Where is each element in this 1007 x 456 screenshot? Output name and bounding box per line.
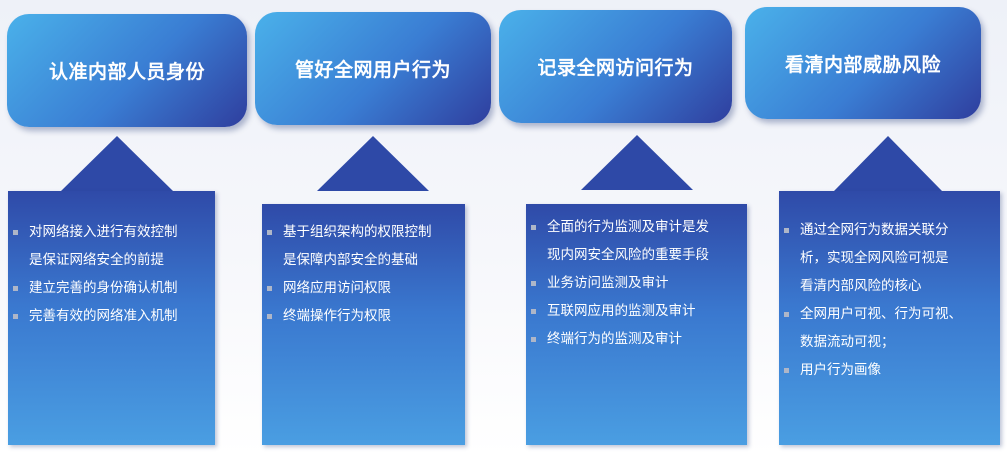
item-line: 析，实现全网风险可视是 [800,250,949,266]
list-item: 互联网应用的监测及审计 [526,297,747,325]
list-item: 网络应用访问权限 [262,274,465,302]
item-line: 是保障内部安全的基础 [283,252,418,268]
bullet-icon [267,314,272,319]
list-item: 全面的行为监测及审计是发 [526,213,747,241]
item-line: 终端行为的监测及审计 [547,331,682,347]
item-line: 基于组织架构的权限控制 [283,224,432,240]
item-line: 通过全网行为数据关联分 [800,222,949,238]
header-access-title: 记录全网访问行为 [537,57,694,79]
list-item: 用户行为画像 [779,356,1000,384]
item-line: 现内网安全风险的重要手段 [547,247,709,263]
header-behavior: 管好全网用户行为 [255,12,491,125]
item-line: 数据流动可视； [800,334,895,350]
item-line: 互联网应用的监测及审计 [547,303,696,319]
list-item: 对网络接入进行有效控制 [8,218,215,246]
panel-behavior: 基于组织架构的权限控制 是保障内部安全的基础 网络应用访问权限 终端操作行为权限 [262,204,465,445]
list-item: 业务访问监测及审计 [526,269,747,297]
item-line: 看清内部风险的核心 [800,278,922,294]
list-item-continuation: 是保障内部安全的基础 [262,246,465,274]
bullet-icon [531,337,536,342]
item-line: 完善有效的网络准入机制 [29,308,178,324]
list-item: 完善有效的网络准入机制 [8,302,215,330]
bullet-icon [13,314,18,319]
bullet-icon [531,281,536,286]
list-item-continuation: 数据流动可视； [779,328,1000,356]
bullet-icon [531,225,536,230]
bullet-icon [267,230,272,235]
bullet-icon [267,286,272,291]
bullet-icon [784,312,789,317]
list-identity: 对网络接入进行有效控制 是保证网络安全的前提 建立完善的身份确认机制 完善有效的… [8,218,215,330]
item-line: 用户行为画像 [800,362,881,378]
list-item: 全网用户可视、行为可视、 [779,300,1000,328]
panel-identity: 对网络接入进行有效控制 是保证网络安全的前提 建立完善的身份确认机制 完善有效的… [8,191,215,445]
list-item: 终端操作行为权限 [262,302,465,330]
item-line: 全网用户可视、行为可视、 [800,306,962,322]
bullet-icon [13,286,18,291]
item-line: 业务访问监测及审计 [547,275,669,291]
list-item: 建立完善的身份确认机制 [8,274,215,302]
header-access: 记录全网访问行为 [499,10,732,123]
bullet-icon [13,230,18,235]
item-line: 建立完善的身份确认机制 [29,280,178,296]
item-line: 对网络接入进行有效控制 [29,224,178,240]
item-line: 网络应用访问权限 [283,280,391,296]
list-item-continuation: 析，实现全网风险可视是 [779,244,1000,272]
header-identity-title: 认准内部人员身份 [48,61,205,83]
list-item-continuation: 是保证网络安全的前提 [8,246,215,274]
panel-risk: 通过全网行为数据关联分 析，实现全网风险可视是 看清内部风险的核心 全网用户可视… [779,191,1000,445]
item-line: 全面的行为监测及审计是发 [547,219,709,235]
list-access: 全面的行为监测及审计是发 现内网安全风险的重要手段 业务访问监测及审计 互联网应… [526,213,747,353]
header-risk-title: 看清内部威胁风险 [784,53,941,76]
header-identity: 认准内部人员身份 [7,14,247,127]
item-line: 终端操作行为权限 [283,308,391,324]
bullet-icon [784,228,789,233]
bullet-icon [531,309,536,314]
list-item: 终端行为的监测及审计 [526,325,747,353]
header-behavior-title: 管好全网用户行为 [294,59,451,81]
list-behavior: 基于组织架构的权限控制 是保障内部安全的基础 网络应用访问权限 终端操作行为权限 [262,218,465,330]
item-line: 是保证网络安全的前提 [29,252,164,268]
bullet-icon [784,368,789,373]
panel-access: 全面的行为监测及审计是发 现内网安全风险的重要手段 业务访问监测及审计 互联网应… [526,204,747,445]
list-risk: 通过全网行为数据关联分 析，实现全网风险可视是 看清内部风险的核心 全网用户可视… [779,216,1000,384]
list-item: 通过全网行为数据关联分 [779,216,1000,244]
list-item: 基于组织架构的权限控制 [262,218,465,246]
header-risk: 看清内部威胁风险 [745,7,981,119]
list-item-continuation: 现内网安全风险的重要手段 [526,241,747,269]
list-item-continuation: 看清内部风险的核心 [779,272,1000,300]
